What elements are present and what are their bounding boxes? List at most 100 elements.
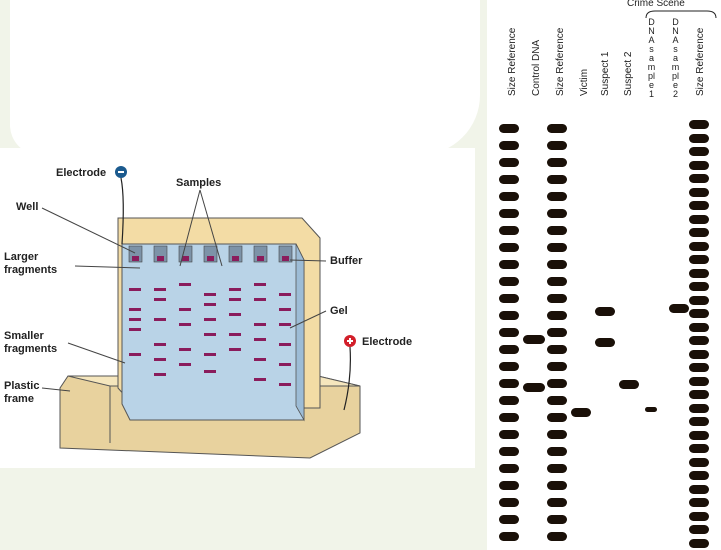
gel-band <box>689 336 709 345</box>
dna-band <box>204 303 216 306</box>
gel-slab <box>121 243 305 421</box>
dna-band <box>179 323 191 326</box>
gel-band <box>499 328 519 337</box>
gel-band <box>689 174 709 183</box>
gel-band <box>689 187 709 197</box>
gel-band <box>689 403 709 413</box>
gel-band <box>499 226 519 235</box>
gel-band <box>689 538 709 548</box>
gel-band <box>523 335 545 344</box>
gel-band <box>499 464 519 473</box>
gel-band <box>499 345 519 354</box>
dna-band <box>129 288 141 291</box>
gel-band <box>547 362 567 371</box>
gel-band <box>499 175 519 184</box>
gel-band <box>689 376 709 386</box>
gel-band <box>689 484 709 494</box>
gel-band <box>689 471 709 480</box>
dna-band <box>154 298 166 301</box>
gel-band <box>689 201 709 210</box>
dna-band <box>204 353 216 356</box>
gel-band <box>547 243 567 252</box>
gel-band <box>689 322 709 332</box>
dna-band <box>129 328 141 331</box>
dna-bands <box>129 283 291 386</box>
gel-band <box>689 457 709 467</box>
gel-band <box>689 295 709 305</box>
lane-label-control-dna: Control DNA <box>531 39 542 96</box>
gel-band <box>689 228 709 237</box>
gel-band <box>499 532 519 541</box>
crime-scene-label: Crime Scene <box>627 0 685 9</box>
apparatus-illustration: Electrode Samples Well Larger fragments … <box>4 166 412 459</box>
gel-band <box>547 345 567 354</box>
gel-band <box>547 141 567 150</box>
gel-band <box>499 124 519 133</box>
gel-band <box>689 309 709 318</box>
gel-band <box>499 396 519 405</box>
well-label: Well <box>16 201 38 213</box>
gel-band <box>689 417 709 426</box>
gel-band <box>499 243 519 252</box>
dna-band <box>179 363 191 366</box>
dna-band <box>279 363 291 366</box>
gel-band <box>547 124 567 133</box>
gel-band <box>689 147 709 156</box>
sample-in-well <box>182 256 189 261</box>
gel-band <box>547 192 567 201</box>
gel-band <box>499 379 519 388</box>
crime-scene-bracket <box>645 10 717 19</box>
lane-label-size-reference-3: Size Reference <box>695 27 706 96</box>
gel-label: Gel <box>330 305 348 317</box>
gel-band <box>547 294 567 303</box>
dna-band <box>254 283 266 286</box>
gel-band <box>689 241 709 251</box>
gel-band <box>689 430 709 440</box>
dna-band <box>229 348 241 351</box>
buffer-label: Buffer <box>330 255 363 267</box>
larger-fragments-label-2: fragments <box>4 264 57 276</box>
gel-band <box>547 226 567 235</box>
gel-band <box>499 260 519 269</box>
gel-band <box>547 430 567 439</box>
dna-band <box>204 318 216 321</box>
gel-band <box>689 255 709 264</box>
gel-band <box>595 338 615 347</box>
lane-label-suspect-2: Suspect 2 <box>623 51 634 96</box>
plastic-frame-label-2: frame <box>4 393 34 405</box>
gel-band <box>547 447 567 456</box>
dna-band <box>254 298 266 301</box>
dna-band <box>254 378 266 381</box>
sample-in-well <box>232 256 239 261</box>
dna-band <box>229 313 241 316</box>
dna-band <box>229 298 241 301</box>
dna-band <box>154 288 166 291</box>
gel-band <box>499 413 519 422</box>
lane-label-suspect-1: Suspect 1 <box>600 51 611 96</box>
gel-band <box>547 413 567 422</box>
gel-band <box>499 158 519 167</box>
gel-band <box>547 209 567 218</box>
gel-band <box>689 214 709 224</box>
gel-band <box>689 282 709 291</box>
gel-band <box>499 209 519 218</box>
gel-band <box>547 396 567 405</box>
smaller-fragments-label-1: Smaller <box>4 330 44 342</box>
gel-band <box>523 383 545 392</box>
gel-band <box>547 515 567 524</box>
lane-label-dna-sample-1: DNA sample 1 <box>647 17 656 99</box>
electrode-top-label: Electrode <box>56 167 106 179</box>
gel-band <box>547 498 567 507</box>
gel-band <box>547 464 567 473</box>
wells <box>128 245 293 263</box>
dna-band <box>154 358 166 361</box>
gel-band <box>547 277 567 286</box>
dna-band <box>204 293 216 296</box>
larger-fragments-label-1: Larger <box>4 251 39 263</box>
dna-band <box>204 370 216 373</box>
sample-in-well <box>207 256 214 261</box>
gel-band <box>499 515 519 524</box>
gel-band <box>689 268 709 278</box>
gel-band <box>689 444 709 453</box>
dna-band <box>279 383 291 386</box>
